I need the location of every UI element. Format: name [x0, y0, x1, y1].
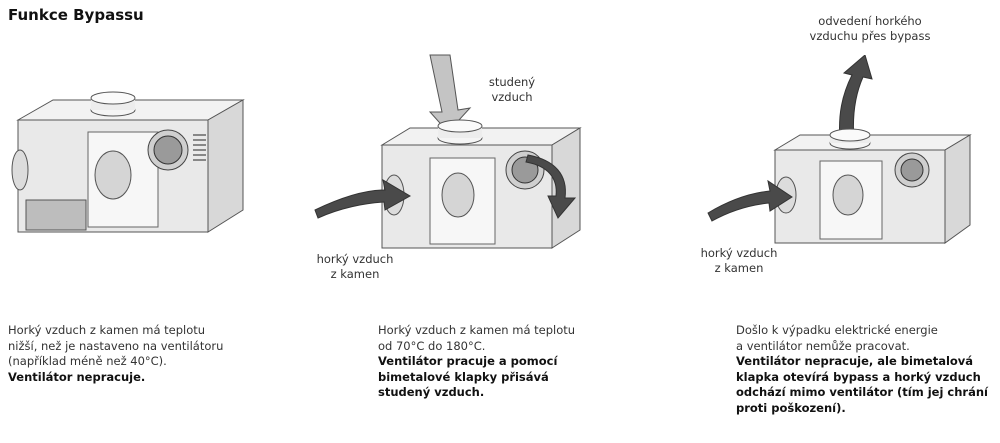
page-title: Funkce Bypassu — [8, 6, 144, 24]
fan-box-illustration-3 — [707, 55, 972, 244]
description-1: Horký vzduch z kamen má teplotu nižší, n… — [8, 323, 224, 384]
description-2: Horký vzduch z kamen má teplotu od 70°C … — [378, 323, 576, 399]
cold-air-label: studený vzduch — [488, 75, 536, 104]
hot-air-label-2: horký vzduch z kamen — [316, 252, 394, 281]
description-3: Došlo k výpadku elektrické energie a ven… — [736, 323, 988, 415]
fan-box-illustration-1 — [11, 91, 245, 233]
hot-air-label-3: horký vzduch z kamen — [700, 246, 778, 275]
bypass-label: odvedení horkého vzduchu přes bypass — [809, 14, 931, 43]
hot-air-arrow — [707, 179, 793, 222]
bypass-arrow — [839, 55, 873, 141]
hot-air-arrow — [314, 178, 412, 219]
fan-box-illustration-2 — [314, 54, 582, 249]
air-flow-arrow — [525, 154, 577, 219]
